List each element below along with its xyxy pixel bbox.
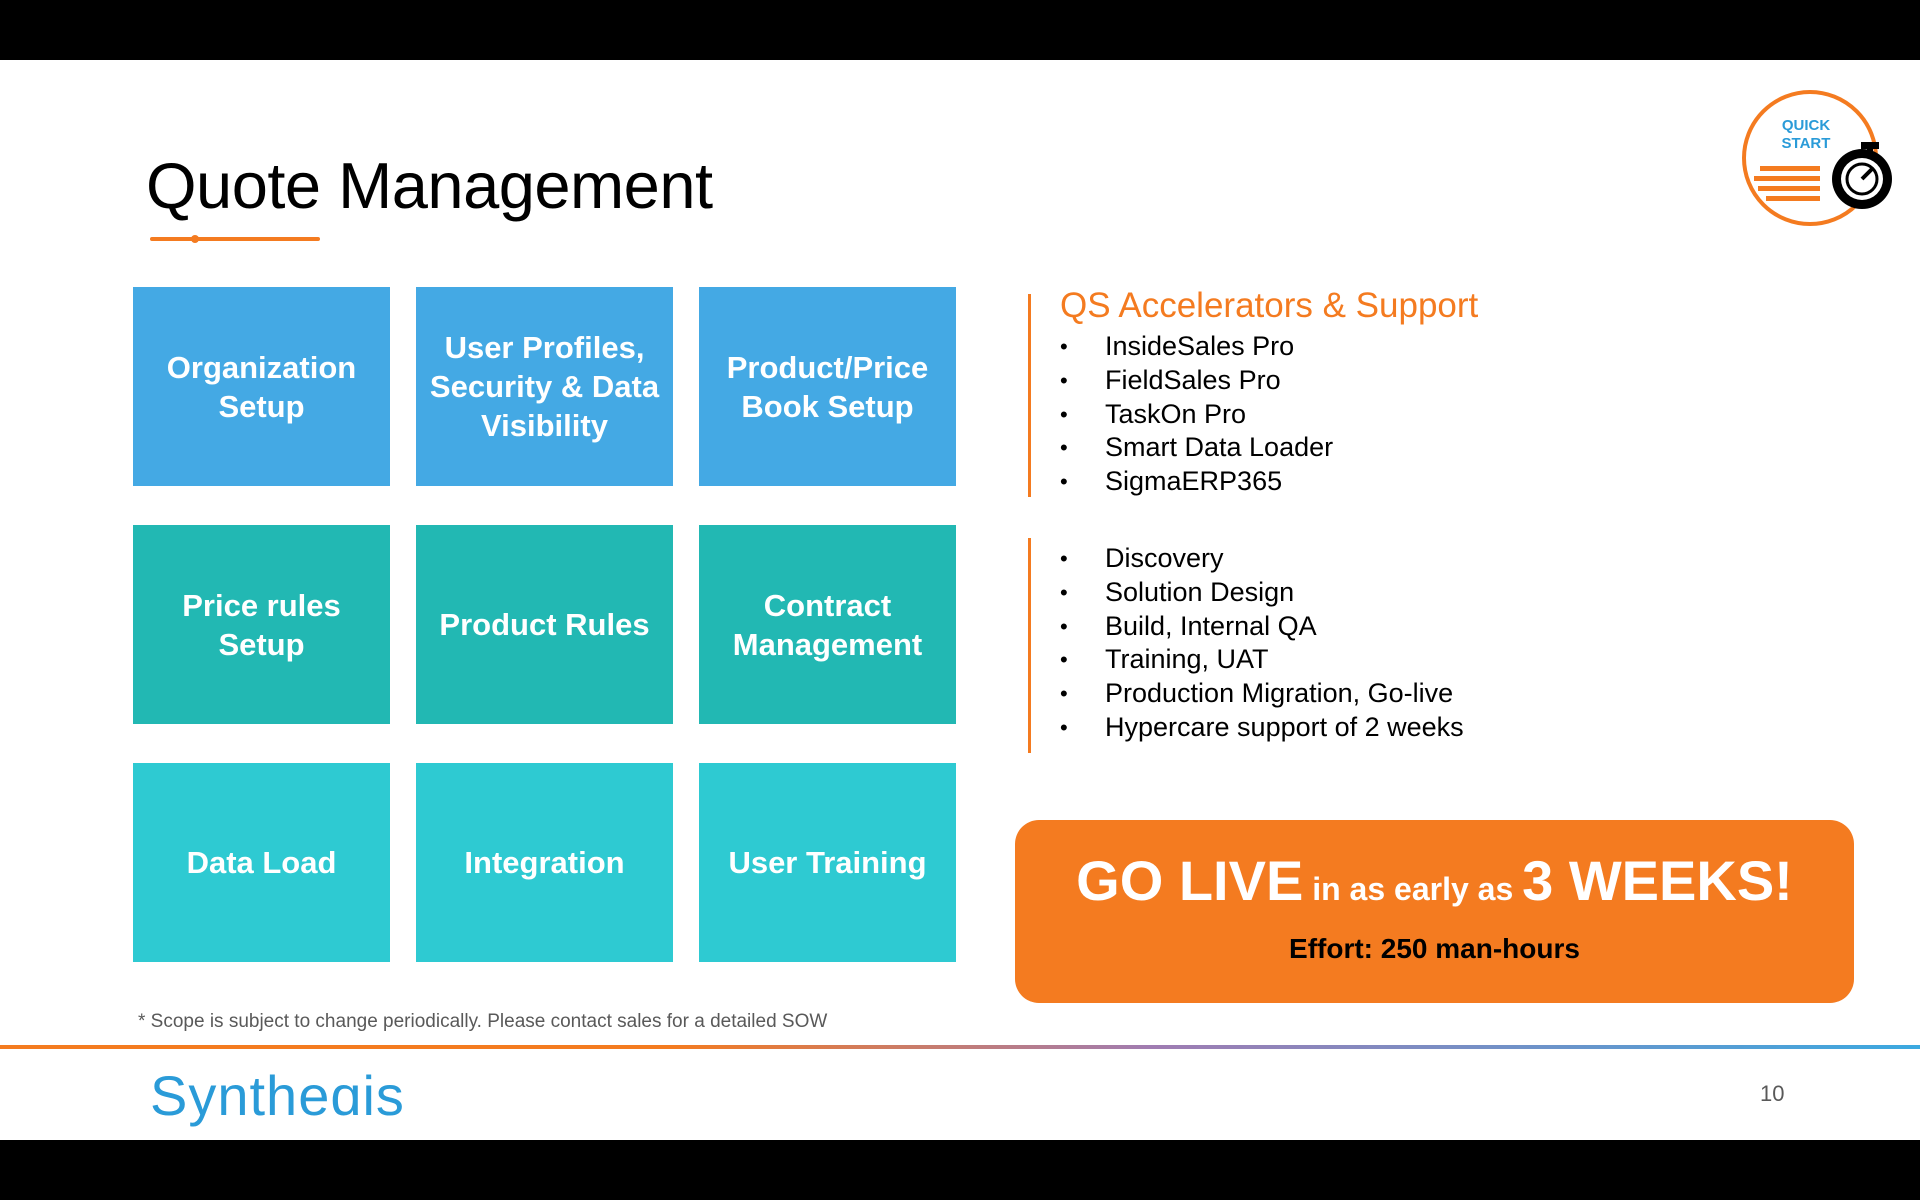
list-item: Discovery — [1060, 542, 1464, 576]
scope-tile: User Training — [699, 763, 956, 962]
scope-tile-label: User Profiles, Security & Data Visibilit… — [429, 330, 660, 443]
scope-tile: Integration — [416, 763, 673, 962]
accelerators-list: InsideSales ProFieldSales ProTaskOn ProS… — [1060, 330, 1333, 499]
brand-logo: Syntheɑis — [150, 1064, 405, 1127]
effort-text: Effort: 250 man-hours — [1289, 933, 1580, 964]
page-title: Quote Management — [146, 149, 713, 222]
section-bar-services — [1028, 538, 1031, 753]
page-number: 10 — [1760, 1081, 1785, 1106]
accelerators-title: QS Accelerators & Support — [1060, 286, 1479, 325]
scope-tile-label: Product Rules — [439, 607, 650, 642]
golive-part1: GO LIVE — [1076, 849, 1304, 912]
slide: Quote Management QUICK START Organizatio… — [0, 60, 1920, 1140]
scope-tile: Data Load — [133, 763, 390, 962]
golive-part2: in as early as — [1303, 871, 1523, 907]
list-item: Solution Design — [1060, 576, 1464, 610]
list-item: SigmaERP365 — [1060, 465, 1333, 499]
scope-tile-label: Organization Setup — [166, 349, 357, 424]
services-list: DiscoverySolution DesignBuild, Internal … — [1060, 542, 1464, 745]
scope-tile: Organization Setup — [133, 287, 390, 486]
golive-part3: 3 WEEKS! — [1522, 849, 1793, 912]
scope-tile-label: Product/Price Book Setup — [726, 349, 929, 424]
scope-tile: Product Rules — [416, 525, 673, 724]
list-item: TaskOn Pro — [1060, 398, 1333, 432]
scope-tile: Contract Management — [699, 525, 956, 724]
section-bar-accelerators — [1028, 294, 1031, 497]
golive-banner: GO LIVE in as early as 3 WEEKS! Effort: … — [1015, 820, 1854, 1003]
scope-tile-label: User Training — [728, 845, 927, 880]
list-item: Training, UAT — [1060, 643, 1464, 677]
scope-tile: Price rules Setup — [133, 525, 390, 724]
scope-tile-label: Integration — [464, 845, 625, 880]
quick-start-stopwatch-icon: QUICK START — [1742, 90, 1892, 226]
badge-line2: START — [1782, 135, 1831, 152]
list-item: Hypercare support of 2 weeks — [1060, 711, 1464, 745]
list-item: Smart Data Loader — [1060, 431, 1333, 465]
footer-divider — [0, 1045, 1920, 1049]
badge-line1: QUICK — [1782, 117, 1831, 134]
list-item: Production Migration, Go-live — [1060, 677, 1464, 711]
footnote: * Scope is subject to change periodicall… — [138, 1011, 828, 1032]
scope-tile: Product/Price Book Setup — [699, 287, 956, 486]
list-item: FieldSales Pro — [1060, 364, 1333, 398]
golive-headline: GO LIVE in as early as 3 WEEKS! — [1015, 848, 1854, 913]
scope-tile-label: Price rules Setup — [182, 587, 341, 662]
title-underline — [150, 235, 320, 243]
scope-tile-label: Contract Management — [732, 587, 923, 662]
list-item: Build, Internal QA — [1060, 610, 1464, 644]
list-item: InsideSales Pro — [1060, 330, 1333, 364]
scope-tile: User Profiles, Security & Data Visibilit… — [416, 287, 673, 486]
scope-tile-label: Data Load — [186, 845, 337, 880]
